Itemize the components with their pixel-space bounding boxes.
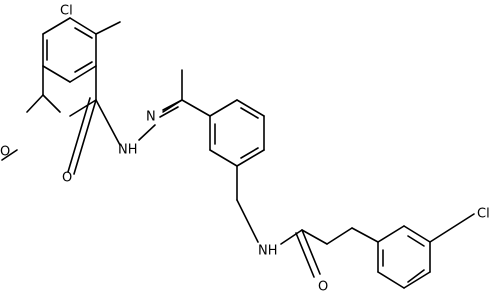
bond-line [95, 21, 121, 35]
bond-line [240, 147, 259, 159]
bond-line [95, 99, 121, 146]
bond-line [407, 235, 425, 247]
bond-line [138, 124, 156, 141]
bond-line [326, 227, 353, 245]
bond-line [407, 269, 425, 283]
bond-line [159, 106, 179, 118]
bond-layer [1, 17, 475, 289]
bond-line [351, 227, 379, 243]
bond-line [377, 271, 405, 289]
bond-line [295, 232, 315, 278]
bond-line [74, 61, 93, 73]
bond-line [67, 97, 91, 173]
bond-line [377, 225, 405, 243]
bond-line [280, 229, 303, 245]
bond-line [69, 65, 97, 83]
bond-line [301, 229, 328, 245]
bond-line [403, 225, 431, 243]
bond-line [209, 99, 238, 117]
atom-cl-top: Cl [60, 4, 73, 19]
atom-cl-right: Cl [477, 207, 490, 222]
bond-line [236, 149, 265, 167]
bond-line [403, 271, 431, 289]
atom-o-amide2: O [318, 280, 328, 294]
bond-line [73, 99, 97, 175]
bond-line [69, 99, 97, 117]
atom-o-methoxy: O [0, 145, 10, 160]
bond-line [42, 17, 71, 35]
bond-line [301, 229, 321, 275]
bond-line [236, 199, 259, 243]
bond-line [429, 213, 475, 243]
bond-line [236, 99, 265, 117]
atom-n-imine: N [146, 110, 156, 125]
bond-line [26, 94, 44, 113]
label-layer: Cl O O NH N NH O Cl [0, 4, 490, 294]
atom-nh-amide: NH [258, 244, 278, 259]
bond-line [69, 17, 97, 35]
bond-line [74, 27, 93, 39]
bond-line [162, 99, 183, 111]
atom-o-amide1: O [62, 171, 72, 186]
bond-line [240, 107, 259, 119]
atom-nh-hydrazide: NH [118, 143, 138, 158]
bond-line [42, 65, 71, 83]
bond-line [209, 149, 238, 167]
bond-line [181, 99, 211, 117]
bond-line [1, 149, 18, 161]
bond-line [42, 94, 61, 113]
